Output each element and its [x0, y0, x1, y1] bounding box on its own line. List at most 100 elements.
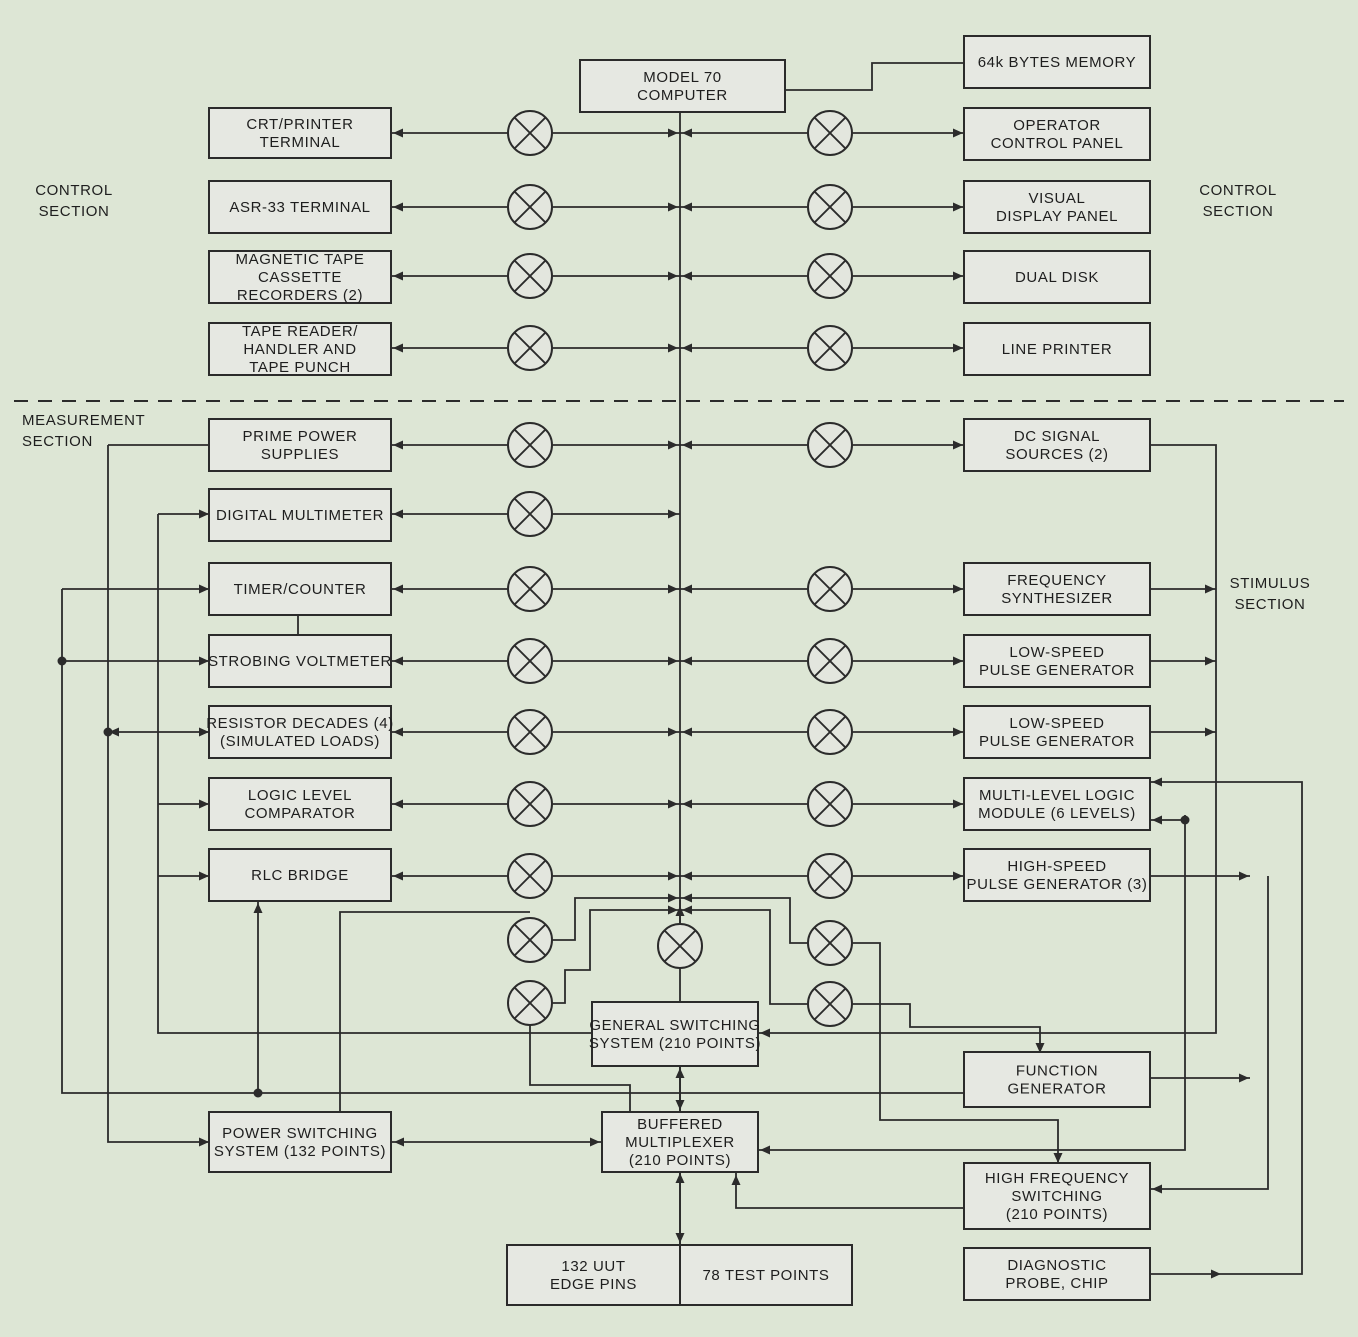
arrowhead [199, 584, 209, 594]
wire [157, 514, 592, 1034]
block-label: VISUAL [1029, 190, 1086, 207]
arrowhead [668, 656, 678, 666]
block-label: LINE PRINTER [1002, 341, 1113, 358]
block-label: CONTROL PANEL [991, 135, 1124, 152]
arrowhead [199, 656, 209, 666]
arrowhead [393, 202, 403, 212]
interface-node [807, 566, 853, 612]
wire [852, 1003, 1041, 1052]
block-label: SWITCHING [1011, 1188, 1102, 1205]
arrowhead [668, 271, 678, 281]
junction-dot [253, 1088, 263, 1098]
block-frame [679, 1244, 853, 1306]
interface-node [807, 422, 853, 468]
arrowhead [199, 509, 209, 519]
block-label: MULTIPLEXER [625, 1134, 735, 1151]
wire [339, 911, 530, 1112]
block-frame [208, 705, 392, 759]
block-label: RECORDERS (2) [237, 287, 363, 304]
block-frame [963, 705, 1151, 759]
arrowhead [675, 1173, 685, 1183]
arrowhead [1239, 871, 1249, 881]
section-label-line: SECTION [22, 433, 93, 450]
arrowhead [760, 1145, 770, 1155]
block-frame [208, 418, 392, 472]
arrowhead [109, 727, 119, 737]
interface-node [507, 853, 553, 899]
section-label-line: SECTION [1203, 203, 1274, 220]
section-label-line: CONTROL [35, 182, 113, 199]
block-label: TIMER/COUNTER [234, 581, 367, 598]
junction-dot [103, 727, 113, 737]
block-label: (210 POINTS) [629, 1152, 731, 1169]
arrowhead [393, 584, 403, 594]
arrowhead [668, 440, 678, 450]
wire [852, 942, 1059, 1162]
interface-node [807, 781, 853, 827]
arrowhead [1205, 727, 1215, 737]
block-memory: 64k BYTES MEMORY [963, 35, 1151, 89]
section-label-line: STIMULUS [1230, 575, 1311, 592]
arrowhead [953, 128, 963, 138]
arrowhead [394, 1137, 404, 1147]
block-label: PRIME POWER [243, 428, 358, 445]
arrowhead [675, 1068, 685, 1078]
section-label-line: MEASUREMENT [22, 412, 145, 429]
arrowhead [393, 271, 403, 281]
arrowhead [668, 343, 678, 353]
block-label: 78 TEST POINTS [702, 1267, 829, 1284]
arrowhead [199, 1137, 209, 1147]
block-frame [208, 180, 392, 234]
block-label: HANDLER AND [243, 341, 356, 358]
block-label: PULSE GENERATOR (3) [967, 876, 1148, 893]
interface-node [807, 184, 853, 230]
block-frame [591, 1001, 759, 1067]
block-label: SYSTEM (132 POINTS) [214, 1143, 386, 1160]
arrowhead [1205, 656, 1215, 666]
interface-node [507, 110, 553, 156]
arrowhead [668, 893, 678, 903]
block-timer-counter: TIMER/COUNTER [208, 562, 392, 616]
arrowhead [668, 128, 678, 138]
arrowhead [953, 727, 963, 737]
arrowhead [393, 128, 403, 138]
interface-nodes [507, 110, 853, 1027]
interface-node [807, 981, 853, 1027]
arrowhead [393, 727, 403, 737]
block-label: EDGE PINS [550, 1276, 637, 1293]
block-label: COMPARATOR [244, 805, 355, 822]
interface-node [507, 781, 553, 827]
block-label: CRT/PRINTER [246, 116, 353, 133]
block-frame [963, 1051, 1151, 1108]
block-label: LOW-SPEED [1009, 644, 1104, 661]
block-label: SUPPLIES [261, 446, 339, 463]
block-label: LOGIC LEVEL [248, 787, 352, 804]
arrowhead [668, 509, 678, 519]
arrowhead [393, 343, 403, 353]
block-label: DC SIGNAL [1014, 428, 1100, 445]
interface-node [657, 923, 703, 969]
block-label: 132 UUT [561, 1258, 625, 1275]
interface-node [507, 917, 553, 963]
arrowhead [1152, 777, 1162, 787]
arrowheads [109, 128, 1249, 1279]
arrowhead [682, 440, 692, 450]
arrowhead [682, 656, 692, 666]
arrowhead [953, 271, 963, 281]
block-frame [208, 562, 392, 616]
arrowhead [682, 584, 692, 594]
arrowhead [953, 584, 963, 594]
arrowhead [682, 871, 692, 881]
section-label-measurement: MEASUREMENT SECTION [22, 412, 145, 450]
interface-node [807, 325, 853, 371]
